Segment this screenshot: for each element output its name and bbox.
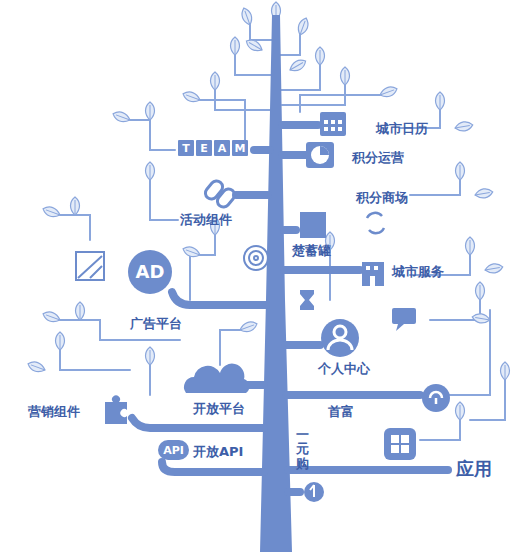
app-label: 应用 <box>456 458 492 480</box>
activity-label: 活动组件 <box>180 212 232 228</box>
node-text: A <box>218 143 227 154</box>
node-text: AD <box>136 263 165 281</box>
node-text: E <box>200 143 208 154</box>
mall-label: 积分商场 <box>356 190 408 206</box>
richest-label: 首富 <box>328 404 354 420</box>
ad-platform-label: 广告平台 <box>130 316 182 332</box>
team-letter-box: E <box>196 140 212 156</box>
open-api-label: 开放API <box>193 444 243 460</box>
personal-label: 个人中心 <box>318 361 370 377</box>
one-yuan-label: 一元购 <box>296 428 309 471</box>
team-letter-box: A <box>214 140 230 156</box>
team-letter-box: M <box>232 140 248 156</box>
node-text: T <box>182 143 190 154</box>
node-text: API <box>163 445 184 456</box>
team-letter-box: T <box>178 140 194 156</box>
points-label: 积分运营 <box>352 150 404 166</box>
city-service-label: 城市服务 <box>392 264 444 280</box>
node-text: M <box>235 143 246 154</box>
api-badge: API <box>158 440 189 460</box>
calendar-label: 城市日历 <box>376 121 428 137</box>
marketing-label: 营销组件 <box>28 404 80 420</box>
open-platform-label: 开放平台 <box>193 401 245 417</box>
piggy-label: 楚蓄罐 <box>292 243 331 259</box>
ad-circle: AD <box>128 250 172 294</box>
